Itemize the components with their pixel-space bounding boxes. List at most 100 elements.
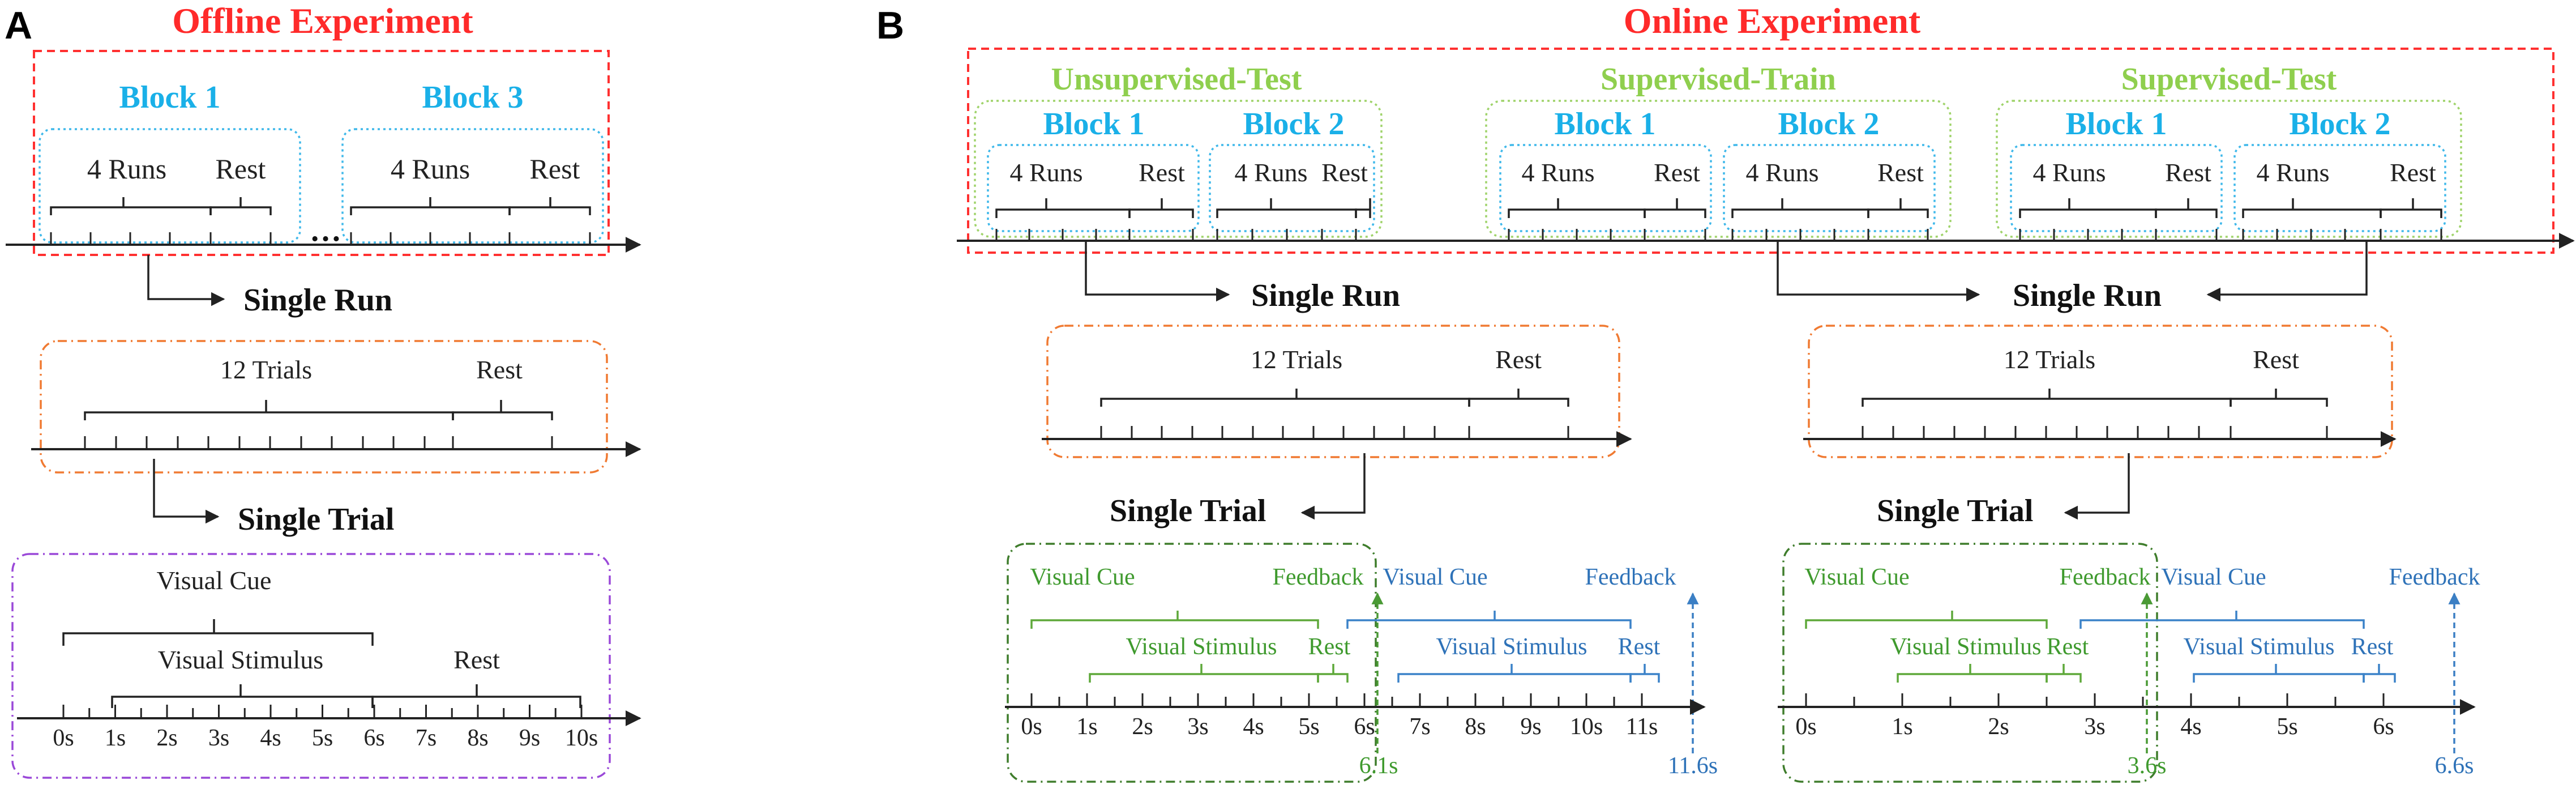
panel-b: B Online Experiment Unsupervised-Test Su… <box>876 1 2575 783</box>
time-tick-label: 4s <box>1243 714 1264 740</box>
phase-2-block-2-rest-brace <box>1867 198 1929 218</box>
time-tick-label: 5s <box>1298 714 1319 740</box>
phase-1-block-2-rest-brace <box>1355 198 1371 218</box>
panel-a-letter: A <box>5 4 32 47</box>
time-tick-label: 5s <box>2277 714 2297 740</box>
left-single-run-axis-ticks <box>1100 426 1569 439</box>
phase-1-block-1-label: Block 1 <box>1043 106 1145 142</box>
phase-1-block-2-runs-label: 4 Runs <box>1234 158 1307 187</box>
right-single-trial-title: Single Trial <box>1877 493 2033 529</box>
block-1-rest-brace <box>209 197 272 215</box>
time-tick-label: 9s <box>519 725 540 751</box>
block-ellipsis: … <box>310 213 341 248</box>
right-trial-2-visual-cue-label: Visual Cue <box>2161 564 2266 590</box>
left-trial-2-feedback-label: Feedback <box>1585 564 1676 590</box>
trial-rest-label: Rest <box>453 645 500 674</box>
time-tick-label: 0s <box>1021 714 1042 740</box>
left-trial-1-visual-cue-label: Visual Cue <box>1030 564 1135 590</box>
phase-3-block-1-label: Block 1 <box>2066 106 2167 142</box>
phase-unsupervised-test-label: Unsupervised-Test <box>1051 62 1302 97</box>
time-tick-label: 1s <box>105 725 126 751</box>
right-trial-1-visual-cue-label: Visual Cue <box>1804 564 1909 590</box>
time-tick-label: 1s <box>1076 714 1097 740</box>
time-tick-label: 2s <box>1132 714 1153 740</box>
panel-b-letter: B <box>876 4 904 47</box>
time-tick-label: 0s <box>1795 714 1816 740</box>
right-single-run-axis-ticks <box>1862 426 2328 439</box>
phase-2-block-2-runs-brace <box>1731 198 1869 218</box>
block-3-label: Block 3 <box>422 80 524 115</box>
phase-3-block-2-runs-label: 4 Runs <box>2256 158 2329 187</box>
single-trial-title: Single Trial <box>238 502 394 537</box>
run-trials-brace <box>84 400 454 420</box>
phase-3-block-1-box <box>2010 144 2223 232</box>
single-run-box <box>40 340 608 474</box>
left-trial-1-feedback-time: 6.1s <box>1359 753 1398 779</box>
time-tick-label: 6s <box>1354 714 1375 740</box>
phase-3-block-1-rest-brace <box>2155 198 2218 218</box>
left-run-trials-brace <box>1100 389 1470 407</box>
phase-1-block-1-rest-brace <box>1128 198 1194 218</box>
right-single-trial-connector <box>2064 453 2130 520</box>
phase-3-block-2-label: Block 2 <box>2290 106 2391 142</box>
offline-experiment-box <box>33 50 610 256</box>
single-trial-box <box>11 553 611 779</box>
phase-3-block-1-rest-label: Rest <box>2165 158 2211 187</box>
time-tick-label: 6s <box>363 725 384 751</box>
time-tick-label: 2s <box>1988 714 2009 740</box>
right-trial-1-feedback-label: Feedback <box>2060 564 2151 590</box>
left-run-rest-brace <box>1468 389 1569 407</box>
phase-unsupervised-test-box <box>974 100 1383 238</box>
time-tick-label: 7s <box>416 725 437 751</box>
right-trial-1-visual-stimulus-brace <box>1897 664 2048 683</box>
left-single-trial-connector <box>1300 453 1366 520</box>
panel-b-title: Online Experiment <box>1624 1 1921 41</box>
right-run-rest-label: Rest <box>2253 345 2299 374</box>
phase-3-block-2-runs-brace <box>2242 198 2382 218</box>
block-1-rest-label: Rest <box>216 153 266 185</box>
block-1-runs-label: 4 Runs <box>87 153 166 185</box>
trial-visual-cue-brace <box>62 619 374 646</box>
left-trial-2-rest-label: Rest <box>1618 634 1661 660</box>
phase-3-block-2-box <box>2233 144 2446 232</box>
left-trial-1-rest-label: Rest <box>1308 634 1351 660</box>
left-trial-1-box <box>1007 543 1377 783</box>
right-single-run-box <box>1808 325 2393 458</box>
left-single-run-title: Single Run <box>1251 278 1400 313</box>
time-tick-label: 10s <box>565 725 598 751</box>
panel-a-title: Offline Experiment <box>172 1 473 41</box>
phase-2-block-1-rest-label: Rest <box>1654 158 1700 187</box>
single-run-connector <box>147 255 225 306</box>
right-run-trials-brace <box>1862 389 2232 407</box>
block-1-runs-brace <box>50 197 212 215</box>
online-experiment-axis-ticks <box>995 229 2442 241</box>
left-trial-1-visual-cue-brace <box>1030 611 1319 629</box>
phase-1-block-1-runs-label: 4 Runs <box>1009 158 1082 187</box>
right-trial-2-rest-brace <box>2363 664 2396 683</box>
left-trial-1-visual-stimulus-label: Visual Stimulus <box>1126 634 1277 660</box>
time-tick-label: 3s <box>208 725 229 751</box>
run-trials-label: 12 Trials <box>220 355 312 384</box>
time-tick-label: 7s <box>1409 714 1430 740</box>
right-trial-1-feedback-time: 3.6s <box>2128 753 2167 779</box>
right-trial-1-visual-cue-brace <box>1805 611 2048 629</box>
phase-supervised-test-box <box>1996 100 2462 238</box>
right-trial-2-visual-stimulus-brace <box>2193 664 2365 683</box>
time-tick-label: 0s <box>53 725 74 751</box>
phase-1-block-1-runs-brace <box>995 198 1131 218</box>
phase-2-block-1-runs-brace <box>1508 198 1646 218</box>
phase-1-block-2-label: Block 2 <box>1243 106 1345 142</box>
phase-2-block-2-runs-label: 4 Runs <box>1745 158 1818 187</box>
trial-visual-cue-label: Visual Cue <box>157 566 272 595</box>
phase-3-block-1-runs-brace <box>2019 198 2157 218</box>
right-single-run-title: Single Run <box>2013 278 2162 313</box>
right-run-trials-label: 12 Trials <box>2004 345 2095 374</box>
phase-1-block-1-rest-label: Rest <box>1139 158 1185 187</box>
left-trial-2-visual-cue-brace <box>1346 611 1632 629</box>
left-single-trial-title: Single Trial <box>1110 493 1266 529</box>
time-tick-label: 8s <box>1465 714 1486 740</box>
single-trial-connector <box>153 459 220 524</box>
